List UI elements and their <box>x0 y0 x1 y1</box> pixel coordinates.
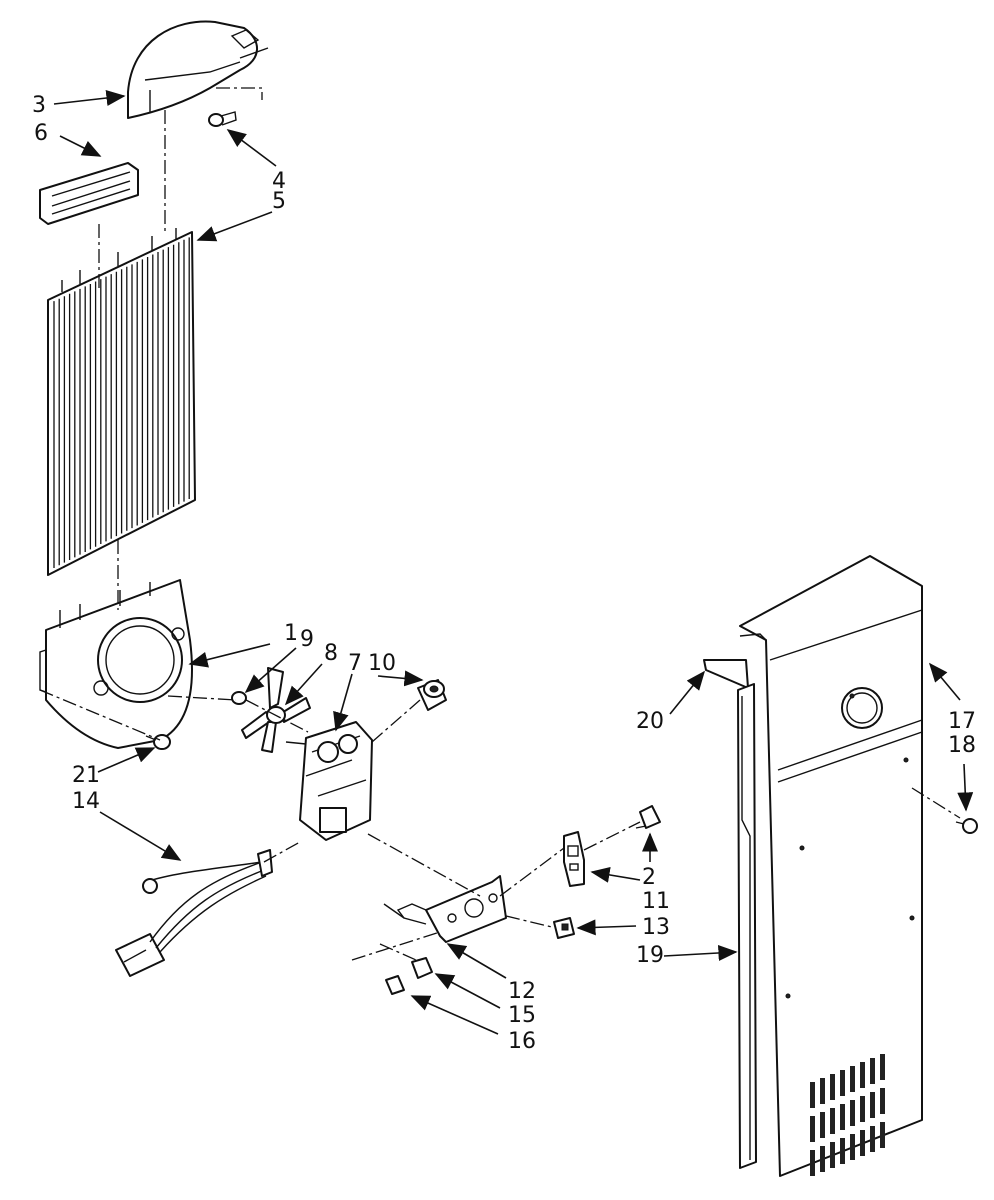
alignment-lines <box>39 87 961 961</box>
callout-7: 7 <box>348 651 362 676</box>
callout-labels: 3 6 4 5 1 9 8 7 10 21 14 20 17 18 2 11 1… <box>32 93 976 1054</box>
duct-cover-part-3 <box>127 20 269 119</box>
vent-slot <box>870 1126 875 1152</box>
grommet-part-10 <box>417 679 447 711</box>
vent-slot <box>870 1092 875 1118</box>
vent-slot <box>850 1066 855 1092</box>
vent-slot <box>840 1104 845 1130</box>
callout-20: 20 <box>636 709 664 734</box>
vent-slot <box>820 1146 825 1172</box>
vent-slot <box>840 1070 845 1096</box>
fan-blade-part-8 <box>241 667 311 753</box>
vent-slot <box>820 1112 825 1138</box>
callout-9: 9 <box>300 627 314 652</box>
clip-part-13 <box>553 917 575 939</box>
vent-slot <box>880 1122 885 1148</box>
callout-6: 6 <box>34 121 48 146</box>
vent-slot <box>810 1116 815 1142</box>
vent-slot <box>830 1142 835 1168</box>
callout-14: 14 <box>72 789 100 814</box>
callout-5: 5 <box>272 189 286 214</box>
vent-slot <box>830 1074 835 1100</box>
vent-slot <box>850 1134 855 1160</box>
grille-bar-part-6 <box>39 162 139 225</box>
gasket-strip-part-20 <box>703 659 749 689</box>
screw-part-2 <box>635 805 661 829</box>
vent-slot <box>850 1100 855 1126</box>
vent-slot <box>830 1108 835 1134</box>
callout-10: 10 <box>368 651 396 676</box>
callout-18: 18 <box>948 733 976 758</box>
callout-1: 1 <box>284 621 298 646</box>
callout-11: 11 <box>642 889 670 914</box>
vent-slot <box>860 1130 865 1156</box>
fan-shroud-part-1 <box>39 579 193 749</box>
callout-21: 21 <box>72 763 100 788</box>
vent-slot <box>840 1138 845 1164</box>
screw-part-16 <box>385 975 405 995</box>
vent-slot <box>880 1088 885 1114</box>
callout-12: 12 <box>508 979 536 1004</box>
leader-arrows <box>53 90 974 1035</box>
rear-panel-part-17 <box>739 555 923 1177</box>
callout-15: 15 <box>508 1003 536 1028</box>
vent-slot <box>810 1082 815 1108</box>
vent-slot <box>880 1054 885 1080</box>
nut-part-9 <box>231 691 247 705</box>
callout-13: 13 <box>642 915 670 940</box>
callout-16: 16 <box>508 1029 536 1054</box>
motor-bracket-part-12 <box>383 875 507 943</box>
screw-part-4 <box>208 111 237 127</box>
callout-8: 8 <box>324 641 338 666</box>
vent-slot <box>870 1058 875 1084</box>
wire-harness-part-14 <box>115 849 273 977</box>
vent-slot <box>820 1078 825 1104</box>
callout-3: 3 <box>32 93 46 118</box>
callout-17: 17 <box>948 709 976 734</box>
screw-part-15 <box>411 957 433 979</box>
vent-slot <box>860 1062 865 1088</box>
screw-part-18 <box>955 818 978 834</box>
vent-slot <box>860 1096 865 1122</box>
trim-strip-part-19 <box>737 683 757 1169</box>
vent-slot <box>810 1150 815 1176</box>
evaporator-panel-part-5 <box>47 228 196 576</box>
callout-2: 2 <box>642 865 656 890</box>
callout-19: 19 <box>636 943 664 968</box>
callout-4: 4 <box>272 169 286 194</box>
fan-motor-part-7 <box>285 721 373 841</box>
switch-part-11 <box>563 831 585 887</box>
